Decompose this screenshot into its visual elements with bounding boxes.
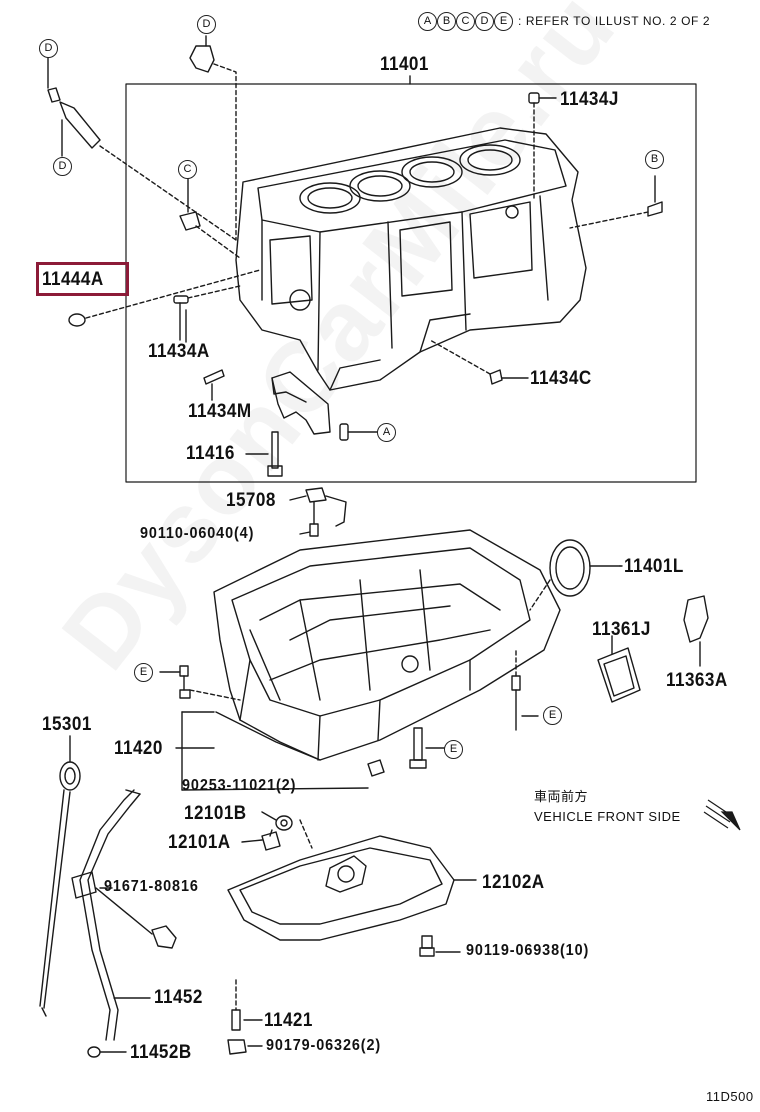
bolt-91671 <box>99 887 177 949</box>
part-label-15708[interactable]: 15708 <box>226 490 276 511</box>
bolt-11416 <box>267 431 283 477</box>
o-ring-11452b <box>87 1046 127 1058</box>
pin-11434j <box>528 92 557 201</box>
part-label-90253[interactable]: 90253-11021(2) <box>182 777 297 794</box>
crankcase <box>213 529 561 761</box>
sensor-c <box>179 175 241 259</box>
drain-leader <box>299 819 313 849</box>
ref-circle-c: C <box>456 12 475 31</box>
plug-90253 <box>181 711 385 791</box>
part-label-15301[interactable]: 15301 <box>42 714 92 735</box>
vehicle-front-en: VEHICLE FRONT SIDE <box>534 809 681 824</box>
bearing-cap <box>271 371 331 435</box>
highlight-box <box>36 262 129 296</box>
plate-11363a <box>683 595 709 667</box>
oil-pan <box>227 835 477 941</box>
callout-e-mid: E <box>444 740 463 759</box>
part-label-90179[interactable]: 90179-06326(2) <box>266 1037 382 1054</box>
part-label-12102a[interactable]: 12102A <box>482 872 545 893</box>
part-label-90119[interactable]: 90119-06938(10) <box>466 942 590 959</box>
vehicle-front-jp: 車両前方 <box>534 789 589 804</box>
pin-11434m <box>203 369 225 401</box>
part-label-11361j[interactable]: 11361J <box>592 619 651 640</box>
callout-a-bottom: A <box>377 423 396 442</box>
bolt-90119 <box>419 935 461 957</box>
o-ring-11444a <box>68 269 261 327</box>
callout-b-right: B <box>645 150 664 169</box>
leader-12101b <box>261 811 277 821</box>
part-label-91671[interactable]: 91671-80816 <box>104 878 199 895</box>
guide-tube-11452 <box>71 789 153 1041</box>
bolt-e-right <box>511 649 539 731</box>
dipstick-15301 <box>39 735 81 1017</box>
gasket-11361j <box>597 635 641 703</box>
nut-90179 <box>227 1039 263 1055</box>
callout-d-top: D <box>197 15 216 34</box>
part-label-11363a[interactable]: 11363A <box>666 670 728 691</box>
oil-seal-11401l <box>529 539 621 611</box>
callout-c-sensor: C <box>178 160 197 179</box>
part-label-11452b[interactable]: 11452B <box>130 1042 192 1063</box>
part-label-12101a[interactable]: 12101A <box>168 832 231 853</box>
ref-circle-b: B <box>437 12 456 31</box>
part-label-11416[interactable]: 11416 <box>186 443 235 464</box>
drain-plug-12101a <box>261 829 281 851</box>
part-label-11444a[interactable]: 11444A <box>42 269 104 290</box>
refer-text: : REFER TO ILLUST NO. 2 OF 2 <box>518 14 711 28</box>
ref-circle-a: A <box>418 12 437 31</box>
leader-12101a <box>241 839 263 843</box>
callout-e-right: E <box>543 706 562 725</box>
front-arrow-icon <box>703 799 741 831</box>
pin-b-right <box>569 175 663 229</box>
leader-15708 <box>289 495 307 501</box>
part-label-11434m[interactable]: 11434M <box>188 401 252 422</box>
dowel-a <box>339 423 378 441</box>
part-label-11421[interactable]: 11421 <box>264 1010 313 1031</box>
bolt-e-left <box>159 665 241 701</box>
washer-12101b <box>275 815 293 831</box>
bracket-15708 <box>305 487 347 537</box>
part-label-12101b[interactable]: 12101B <box>184 803 247 824</box>
part-label-11401l[interactable]: 11401L <box>624 556 684 577</box>
bolt-e-mid <box>409 727 445 769</box>
pin-11434a <box>173 285 241 341</box>
callout-d-left-bottom: D <box>53 157 72 176</box>
part-label-11434c[interactable]: 11434C <box>530 368 592 389</box>
diagram-code: 11D500 <box>706 1089 754 1104</box>
callout-e-left: E <box>134 663 153 682</box>
part-label-11434j[interactable]: 11434J <box>560 89 619 110</box>
callout-d-left-top: D <box>39 39 58 58</box>
part-label-11420[interactable]: 11420 <box>114 738 163 759</box>
ref-circle-e: E <box>494 12 513 31</box>
sensor-d-top <box>189 35 237 241</box>
part-label-90110[interactable]: 90110-06040(4) <box>140 525 255 542</box>
part-label-11401[interactable]: 11401 <box>380 54 429 75</box>
part-label-11434a[interactable]: 11434A <box>148 341 210 362</box>
pin-11434c <box>429 339 529 385</box>
ref-circle-d: D <box>475 12 494 31</box>
leader-90110 <box>299 531 311 535</box>
knock-sensor-stud <box>47 56 237 241</box>
stud-11421 <box>231 979 241 1031</box>
cylinder-block <box>235 127 587 391</box>
part-label-11452[interactable]: 11452 <box>154 987 203 1008</box>
